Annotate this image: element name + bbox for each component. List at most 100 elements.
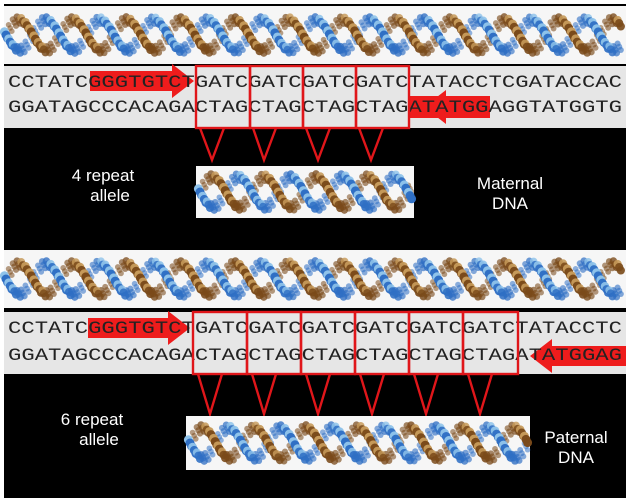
helix-atom <box>364 292 373 301</box>
helix-atom <box>294 46 301 53</box>
maternal-dna-word: DNA <box>492 194 528 213</box>
forward-primer-arrow-icon <box>90 64 194 98</box>
helix-atom <box>616 266 625 275</box>
helix-atom <box>528 293 537 301</box>
helix-atom <box>310 455 317 462</box>
helix-atom <box>205 293 213 301</box>
helix-atom <box>260 453 266 460</box>
helix-atom <box>616 22 625 31</box>
helix-atom <box>339 49 348 57</box>
helix-atom <box>63 271 70 278</box>
helix-atom <box>210 206 218 214</box>
paternal-allele-word: allele <box>79 430 119 449</box>
maternal-allele-word: allele <box>90 186 130 205</box>
helix-atom <box>63 27 70 34</box>
helix-atom <box>250 456 259 465</box>
helix-atom <box>483 290 490 297</box>
helix-atom <box>538 289 544 296</box>
helix-atom <box>307 270 313 277</box>
helix-atom <box>185 47 192 54</box>
helix-atom <box>528 49 537 57</box>
helix-atom <box>197 272 204 279</box>
helix-atom <box>324 199 331 205</box>
helix-atom <box>189 286 196 293</box>
helix-atom <box>323 43 330 49</box>
maternal-allele-label: 4 repeat allele <box>48 166 158 206</box>
helix-atom <box>592 288 599 295</box>
helix-atom <box>508 292 515 299</box>
reverse-primer-body <box>410 96 490 118</box>
helix-atom <box>550 269 557 276</box>
helix-atom <box>118 270 124 277</box>
paternal-allele-label: 6 repeat allele <box>32 410 152 450</box>
helix-atom <box>134 287 141 293</box>
helix-atom <box>71 293 79 301</box>
helix-atom <box>403 44 410 51</box>
maternal-source-word: Maternal <box>476 174 544 193</box>
helix-atom <box>391 206 399 214</box>
helix-atom <box>512 43 519 49</box>
helix-atom <box>294 290 301 297</box>
helix-atom <box>445 450 451 456</box>
helix-atom <box>374 291 381 298</box>
helix-atom <box>314 450 321 457</box>
helix-atom <box>96 292 104 301</box>
helix-atom <box>105 46 112 53</box>
helix-atom <box>333 184 339 191</box>
helix-atom <box>538 45 544 52</box>
helix-atom <box>583 49 591 57</box>
helix-atom <box>319 292 326 299</box>
helix-atom <box>205 49 213 57</box>
helix-atom <box>105 290 112 297</box>
helix-atom <box>339 451 346 458</box>
helix-atom <box>365 206 374 214</box>
helix-atom <box>416 268 423 275</box>
maternal-allele-count: 4 repeat <box>71 166 135 185</box>
helix-atom <box>474 292 482 301</box>
helix-atom <box>374 47 381 54</box>
helix-atom <box>441 271 448 278</box>
helix-atom <box>185 291 192 298</box>
helix-atom <box>150 293 159 301</box>
helix-atom <box>310 291 319 300</box>
helix-atom <box>458 44 465 50</box>
helix-atom <box>175 292 184 301</box>
helix-atom <box>275 456 284 465</box>
paternal-panel: CCTATCGGGTGTCTGATCGATCGATCGATCGATCGATCTA… <box>0 250 626 470</box>
helix-atom <box>449 293 457 301</box>
helix-atom <box>297 434 304 441</box>
helix-atom <box>428 434 434 440</box>
paternal-source-word: Paternal <box>544 428 608 447</box>
helix-atom <box>307 183 314 190</box>
helix-atom <box>8 28 15 35</box>
helix-atom <box>400 202 407 209</box>
helix-atom <box>486 457 494 465</box>
helix-atom <box>433 41 439 48</box>
helix-atom <box>495 452 502 459</box>
helix-atom <box>339 293 348 301</box>
helix-atom <box>340 206 349 214</box>
helix-atom <box>311 204 319 213</box>
helix-atom <box>214 44 221 51</box>
helix-atom <box>25 44 32 51</box>
helix-atom <box>121 47 130 56</box>
helix-atom <box>175 48 184 57</box>
helix-atom <box>150 49 159 57</box>
helix-atom <box>38 268 45 275</box>
helix-atom <box>523 438 533 448</box>
helix-atom <box>431 456 440 464</box>
helix-atom <box>244 201 251 208</box>
helix-atom <box>355 457 364 465</box>
helix-atom <box>227 24 234 31</box>
helix-atom <box>160 45 166 52</box>
helix-atom <box>349 45 355 52</box>
helix-atom <box>197 28 204 35</box>
helix-atom <box>282 182 289 189</box>
helix-atom <box>285 292 293 301</box>
helix-atom <box>381 457 389 465</box>
helix-atom <box>50 290 57 298</box>
helix-atom <box>407 194 417 204</box>
helix-atom <box>130 292 137 299</box>
helix-atom <box>365 452 371 459</box>
helix-atom <box>209 451 216 458</box>
